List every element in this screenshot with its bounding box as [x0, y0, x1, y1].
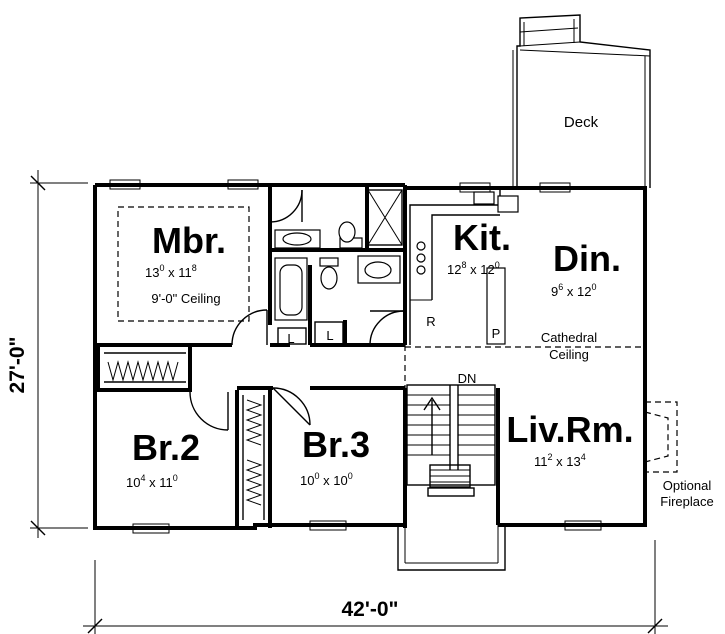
pantry-label: P: [492, 326, 501, 341]
interior-walls: [95, 185, 500, 528]
refrigerator-label: R: [426, 314, 435, 329]
fireplace: [644, 401, 678, 473]
livrm-dims: 112 x 134: [534, 452, 586, 469]
br2-name: Br.2: [132, 427, 200, 468]
din-name: Din.: [553, 238, 621, 279]
linen-label-2: L: [326, 328, 333, 343]
door-swings: [189, 189, 405, 431]
br3-dims: 100 x 100: [300, 471, 353, 488]
br3-name: Br.3: [302, 424, 370, 465]
fireplace-label-2: Fireplace: [660, 494, 713, 509]
fireplace-label-1: Optional: [663, 478, 712, 493]
closet-br2: [104, 352, 186, 383]
width-dimension: 42'-0": [342, 598, 399, 621]
kit-name: Kit.: [453, 217, 511, 258]
stairs-down-label: DN: [458, 371, 477, 386]
dimension-lines: [30, 170, 668, 634]
exterior-walls: [93, 183, 647, 530]
br2-dims: 104 x 110: [126, 473, 178, 490]
depth-dimension: 27'-0": [6, 337, 29, 394]
din-dims: 96 x 120: [551, 282, 596, 299]
closet-br3: [242, 395, 265, 520]
kitchen-counters: [409, 190, 519, 345]
bath-fixtures: [274, 189, 403, 345]
cathedral-label-1: Cathedral: [541, 330, 597, 345]
deck-label: Deck: [564, 114, 599, 131]
stairs: [404, 345, 496, 488]
mbr-name: Mbr.: [152, 220, 226, 261]
mbr-ceiling-note: 9'-0" Ceiling: [151, 291, 220, 306]
deck: [512, 14, 651, 188]
linen-label-1: L: [287, 331, 294, 346]
livrm-name: Liv.Rm.: [506, 409, 633, 450]
kit-dims: 128 x 120: [447, 260, 500, 277]
entry-stoop: [397, 487, 506, 571]
mbr-dims: 130 x 118: [145, 263, 197, 280]
mbr-ceiling-outline: [117, 206, 250, 322]
cathedral-label-2: Ceiling: [549, 347, 589, 362]
